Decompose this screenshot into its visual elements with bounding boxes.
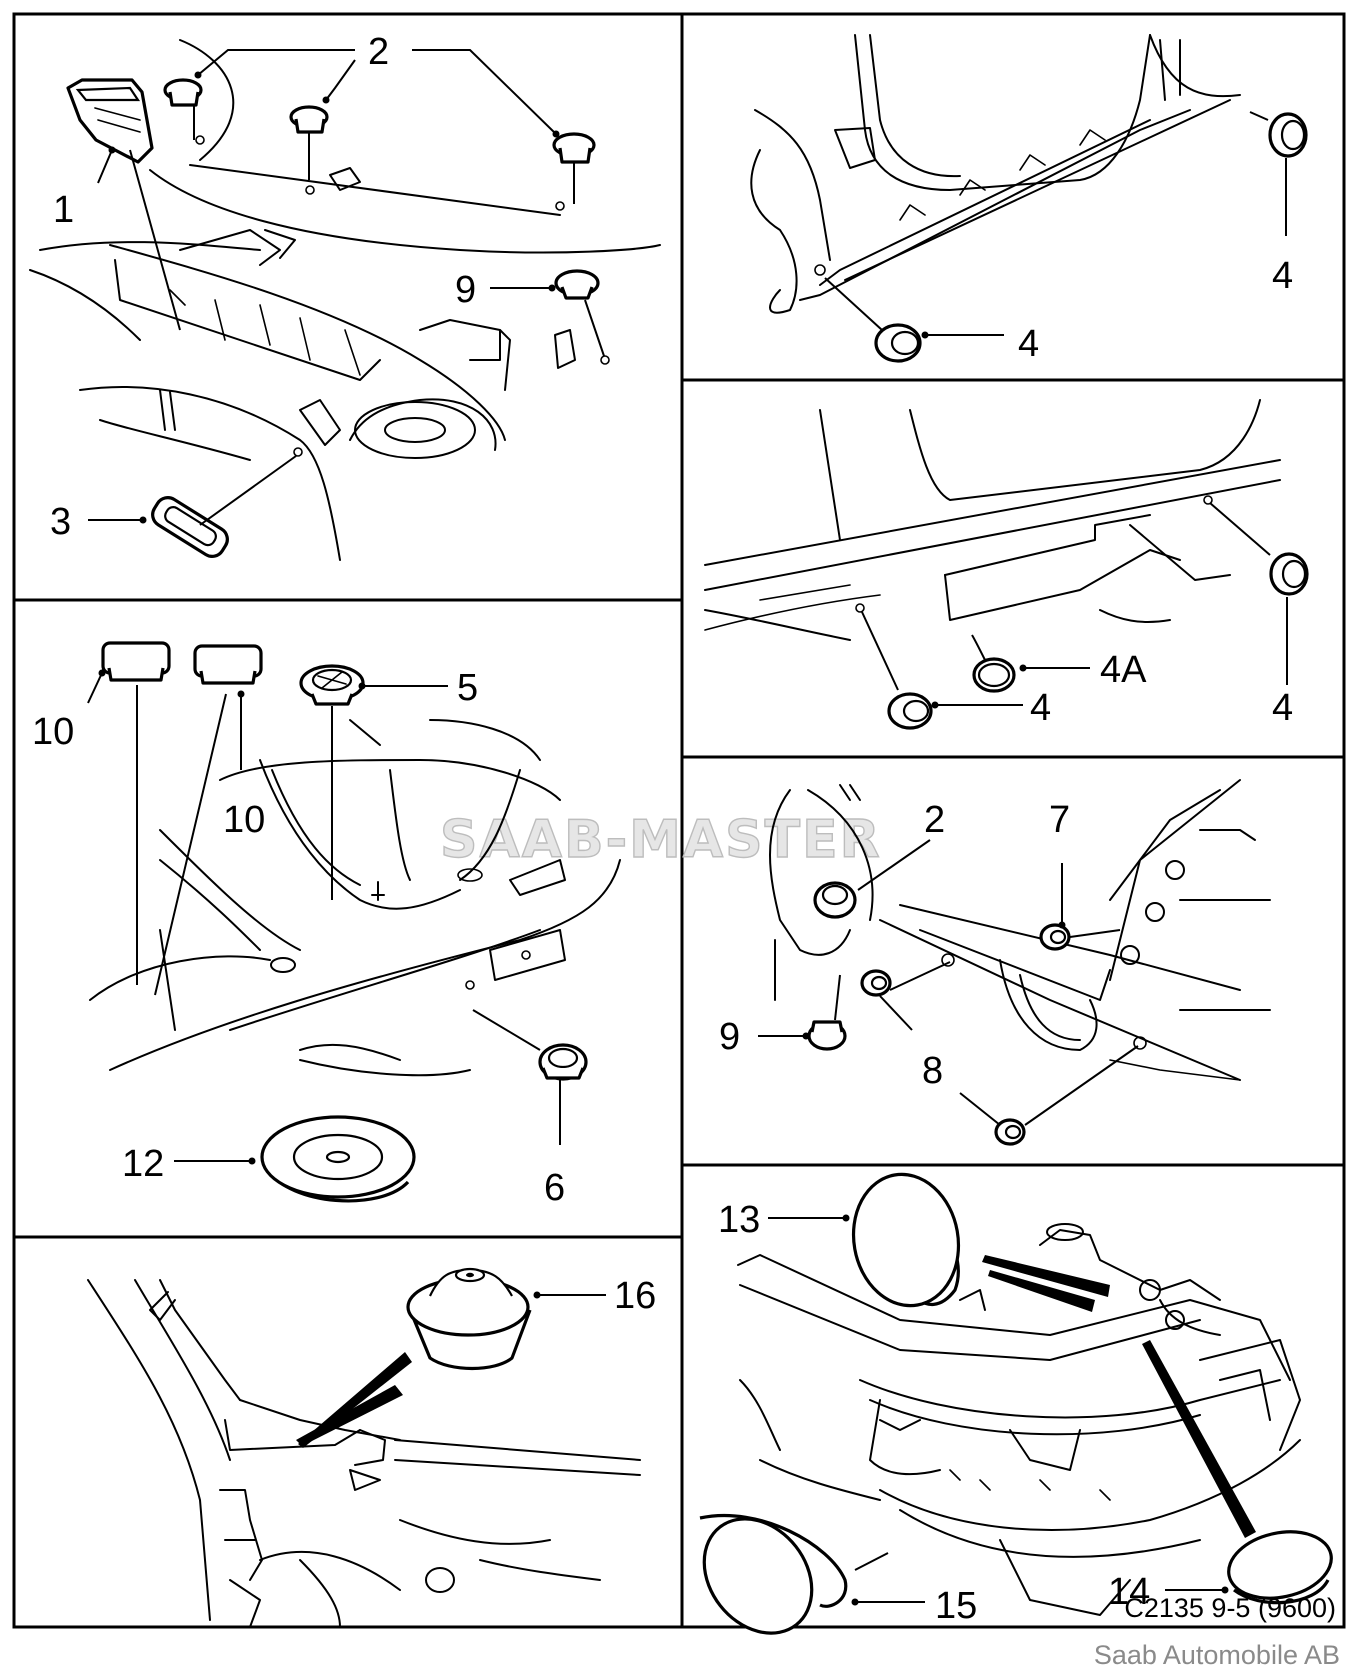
part-5-drain-plug	[299, 664, 365, 706]
part-3-oval-grommet	[151, 496, 229, 558]
callout-4-right: 4	[1272, 687, 1293, 729]
part-16-bump-stop	[406, 1267, 532, 1371]
callout-6: 6	[544, 1167, 565, 1209]
part-12-large-cover	[260, 1115, 416, 1203]
callout-2-quarter: 2	[924, 799, 945, 841]
part-4-plug-left	[887, 692, 933, 730]
part-7-nut	[1039, 923, 1071, 951]
reference-code: C2135 9-5 (9600)	[1124, 1593, 1336, 1623]
panel-door-sill: 4 4	[750, 34, 1308, 365]
part-2-plug-a	[163, 78, 203, 107]
part-10-plug-left	[101, 641, 171, 682]
copyright-credit: Saab Automobile AB	[1094, 1640, 1340, 1670]
callout-4-upper: 4	[1272, 255, 1293, 297]
panel-rear-quarter: 2 7 8 9	[719, 779, 1271, 1146]
callout-14: 14	[1108, 1571, 1150, 1613]
callout-8: 8	[922, 1050, 943, 1092]
leader-lines	[88, 49, 605, 526]
panel-rocker: 4A 4 4	[704, 399, 1309, 730]
part-15-cover	[699, 1513, 848, 1635]
callout-10-right: 10	[223, 799, 265, 841]
part-9-cap-quarter	[807, 1020, 847, 1051]
panel-frames	[12, 12, 1346, 1629]
part-13-cover	[851, 1172, 961, 1308]
callout-3: 3	[50, 501, 71, 543]
callout-16: 16	[614, 1275, 656, 1317]
part-8-nut-lower	[994, 1118, 1026, 1146]
callout-2: 2	[368, 31, 389, 73]
callout-10-left: 10	[32, 711, 74, 753]
panel-rear-shelf: 1 2 9 3	[29, 31, 661, 561]
callout-9-quarter: 9	[719, 1016, 740, 1058]
panel-trunk-floor: 10 10 5 6 12	[32, 641, 621, 1209]
panel-c-pillar: 16	[87, 1267, 656, 1628]
callout-5: 5	[457, 667, 478, 709]
part-14-cover	[1227, 1530, 1333, 1605]
part-2-plug-c	[552, 132, 596, 164]
callout-4A: 4A	[1100, 649, 1147, 691]
part-9-cap	[554, 269, 600, 300]
part-4A-ring	[972, 657, 1016, 693]
callout-1: 1	[53, 189, 74, 231]
callout-15: 15	[935, 1585, 977, 1627]
part-10-plug-right	[193, 644, 263, 685]
panel-rear-body: 13 14 15	[699, 1172, 1333, 1635]
callout-4-lower: 4	[1018, 323, 1039, 365]
part-6-plug	[538, 1043, 588, 1081]
part-2-plug-b	[289, 105, 329, 134]
callout-13: 13	[718, 1199, 760, 1241]
part-4-plug-upper	[1268, 112, 1308, 158]
part-4-plug-right	[1269, 552, 1309, 596]
watermark: SAAB-MASTER	[440, 810, 882, 870]
callout-9: 9	[455, 269, 476, 311]
part-4-plug-lower	[874, 323, 922, 363]
callout-12: 12	[122, 1143, 164, 1185]
callout-4-mid: 4	[1030, 687, 1051, 729]
part-8-nut-upper	[860, 969, 892, 997]
part-2-plug-quarter	[813, 881, 857, 919]
callout-7: 7	[1049, 799, 1070, 841]
